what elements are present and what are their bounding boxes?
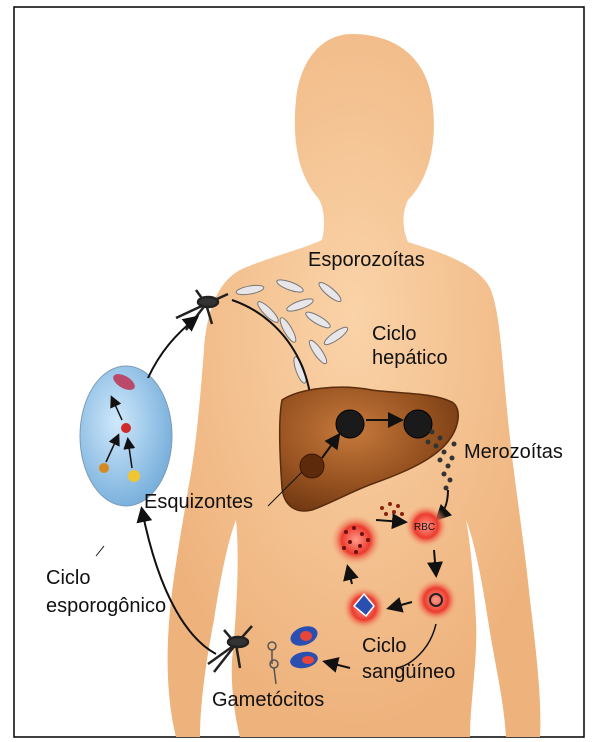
red-blood-cell-icon — [330, 514, 382, 566]
label-ciclo-esporogonico-1: Ciclo — [46, 567, 90, 589]
label-ciclo-hepatico-2: hepático — [372, 347, 448, 369]
red-blood-cell-icon — [414, 578, 458, 622]
label-esquizontes: Esquizontes — [144, 491, 253, 513]
liver-schizont — [404, 410, 432, 438]
rbc-label: RBC — [414, 522, 435, 533]
label-gametocitos: Gametócitos — [212, 689, 324, 711]
liver-schizont — [336, 410, 364, 438]
liver-schizont — [300, 454, 324, 478]
label-ciclo-sanguineo-1: Ciclo — [362, 635, 406, 657]
gamete-icon — [128, 470, 140, 482]
label-esporozoitas: Esporozoítas — [308, 249, 425, 271]
label-ciclo-hepatico-1: Ciclo — [372, 323, 416, 345]
zygote-icon — [121, 423, 131, 433]
label-merozoitas: Merozoítas — [464, 441, 563, 463]
label-ciclo-esporogonico-2: esporogônico — [46, 595, 166, 617]
gamete-icon — [99, 463, 109, 473]
label-ciclo-sanguineo-2: sangüíneo — [362, 661, 455, 683]
